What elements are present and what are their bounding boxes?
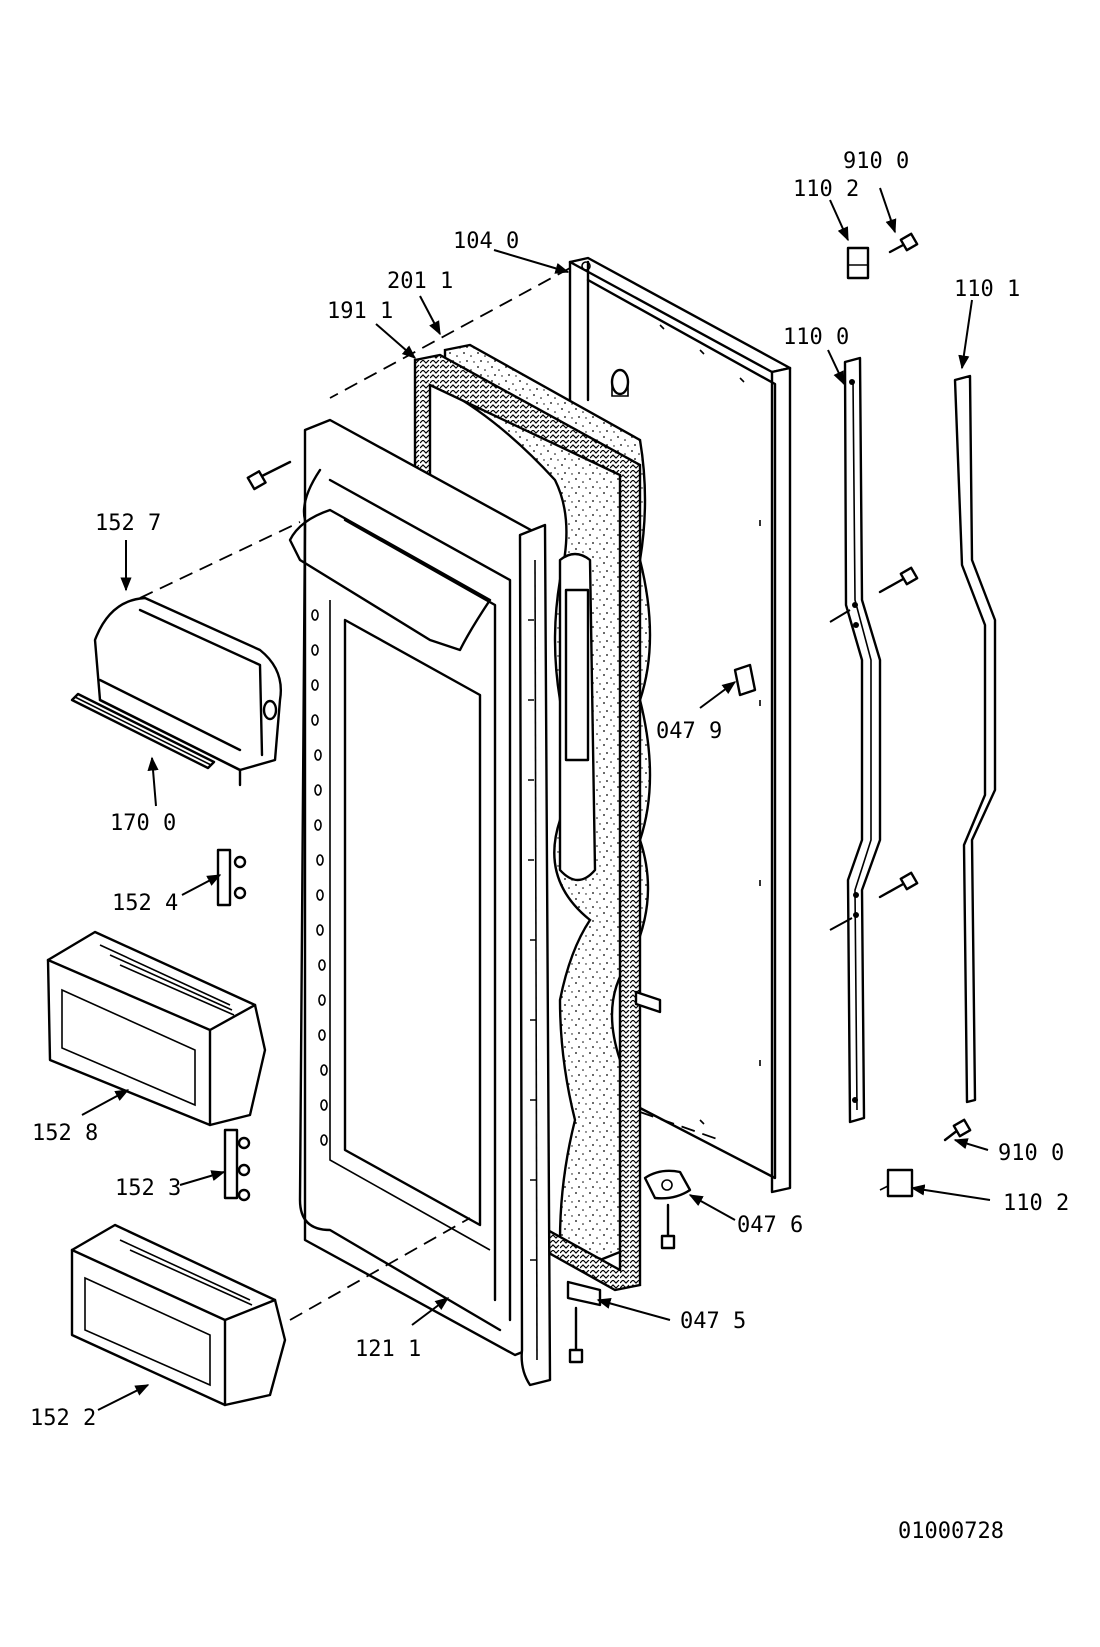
callout-110-2-bottom: 110 2 — [1003, 1191, 1069, 1216]
bin-bracket-lower — [223, 1128, 251, 1202]
callout-191-1: 191 1 — [327, 299, 393, 324]
hinge-side-strip — [518, 523, 552, 1387]
inner-door-liner — [288, 418, 542, 1357]
callout-152-3: 152 3 — [115, 1176, 181, 1201]
callout-152-7: 152 7 — [95, 511, 161, 536]
leader-arrows — [81, 187, 991, 1411]
callout-201-1: 201 1 — [387, 269, 453, 294]
assembly-lines — [139, 267, 721, 1321]
callout-110-0: 110 0 — [783, 325, 849, 350]
shelf-peg-holes — [311, 609, 328, 1146]
handle-end-caps — [846, 246, 914, 1198]
handle-bar — [829, 356, 882, 1124]
handle-trim — [953, 374, 997, 1104]
callout-labels: 910 0 110 2 104 0 201 1 191 1 110 1 110 … — [30, 149, 1069, 1431]
callout-121-1: 121 1 — [355, 1337, 421, 1362]
bin-bracket-upper — [216, 848, 247, 907]
callout-152-4: 152 4 — [112, 891, 178, 916]
hinge-parts — [566, 663, 757, 1364]
document-number: 01000728 — [898, 1519, 1004, 1544]
callout-910-0-top: 910 0 — [843, 149, 909, 174]
callout-110-1: 110 1 — [954, 277, 1020, 302]
outer-door-panel — [568, 256, 792, 1194]
callout-152-8: 152 8 — [32, 1121, 98, 1146]
callout-152-2: 152 2 — [30, 1406, 96, 1431]
dairy-trim-strip — [70, 692, 216, 770]
door-bin-lower — [70, 1223, 287, 1407]
top-screw — [246, 460, 292, 491]
callout-047-9: 047 9 — [656, 719, 722, 744]
callout-910-0-bottom: 910 0 — [998, 1141, 1064, 1166]
callout-170-0: 170 0 — [110, 811, 176, 836]
dairy-compartment — [93, 596, 282, 787]
handle-screws — [878, 232, 972, 1142]
door-bin-upper — [46, 930, 267, 1127]
callout-047-6: 047 6 — [737, 1213, 803, 1238]
callout-104-0: 104 0 — [453, 229, 519, 254]
callout-047-5: 047 5 — [680, 1309, 746, 1334]
callout-110-2-top: 110 2 — [793, 177, 859, 202]
